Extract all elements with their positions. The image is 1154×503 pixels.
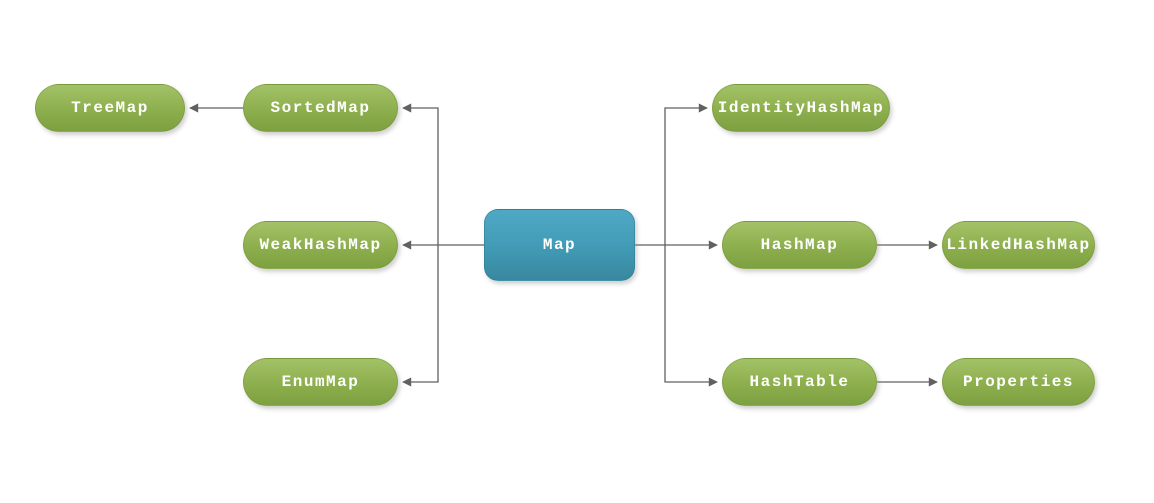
node-label: SortedMap xyxy=(270,99,371,117)
node-label: HashTable xyxy=(749,373,850,391)
node-treemap[interactable]: TreeMap xyxy=(35,84,185,132)
node-label: TreeMap xyxy=(71,99,149,117)
node-label: HashMap xyxy=(760,236,839,254)
node-label: Map xyxy=(542,236,577,254)
node-weakhashmap[interactable]: WeakHashMap xyxy=(243,221,398,269)
edge-map-hashtable xyxy=(664,245,718,387)
node-hashmap[interactable]: HashMap xyxy=(722,221,877,269)
node-hashtable[interactable]: HashTable xyxy=(722,358,877,406)
node-map[interactable]: Map xyxy=(484,209,635,281)
node-label: WeakHashMap xyxy=(259,236,382,254)
node-linkedhashmap[interactable]: LinkedHashMap xyxy=(942,221,1095,269)
node-identityhashmap[interactable]: IdentityHashMap xyxy=(712,84,890,132)
edge-map-sortedmap xyxy=(402,103,439,245)
node-label: IdentityHashMap xyxy=(717,99,885,117)
node-properties[interactable]: Properties xyxy=(942,358,1095,406)
edge-map-identityhashmap xyxy=(664,103,708,245)
node-enummap[interactable]: EnumMap xyxy=(243,358,398,406)
node-label: LinkedHashMap xyxy=(946,236,1091,254)
edge-map-enummap xyxy=(402,245,439,387)
node-sortedmap[interactable]: SortedMap xyxy=(243,84,398,132)
node-label: Properties xyxy=(962,373,1074,391)
node-label: EnumMap xyxy=(281,373,360,391)
